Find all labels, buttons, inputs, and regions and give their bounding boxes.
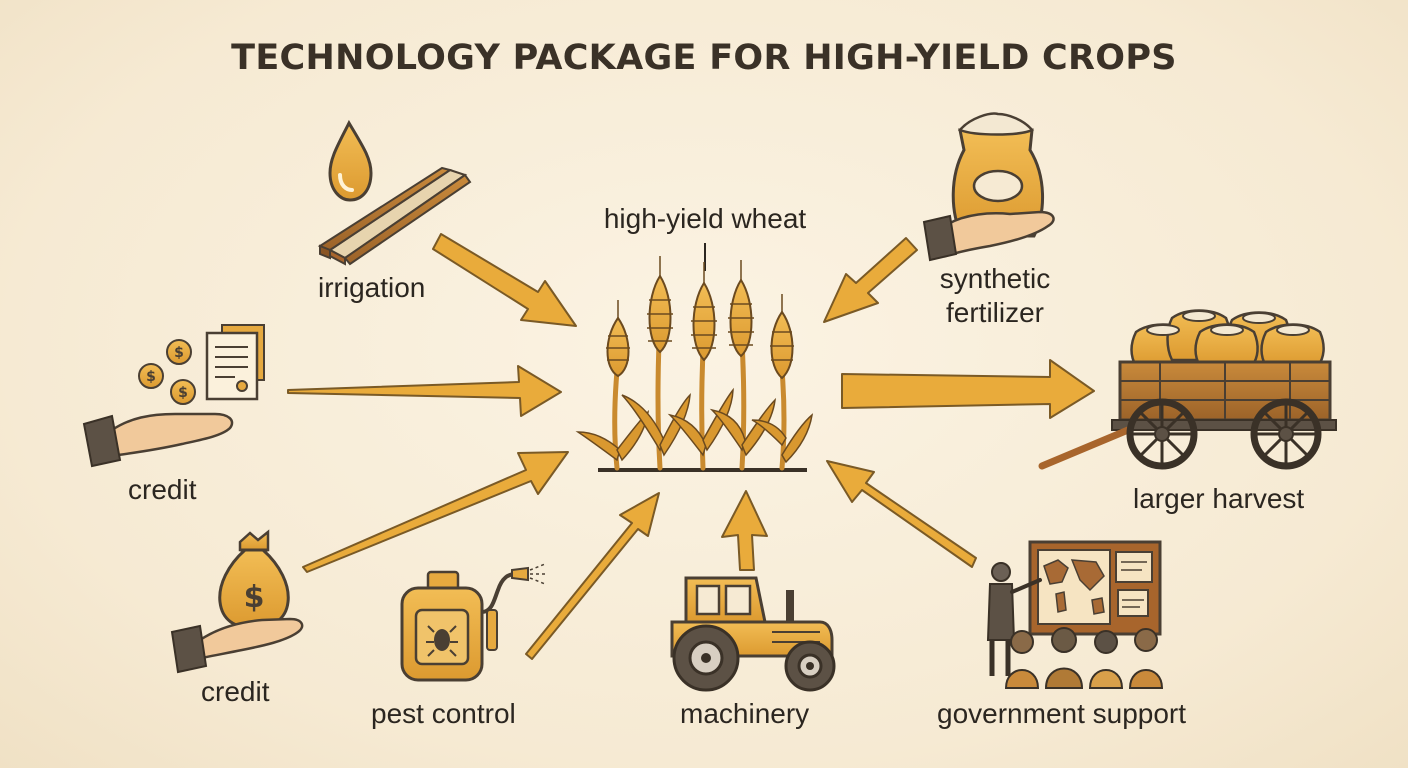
label-synthetic-fertilizer: synthetic fertilizer bbox=[939, 263, 1051, 328]
svg-text:$: $ bbox=[146, 369, 156, 385]
label-pest-control: pest control bbox=[371, 698, 516, 729]
arrow-machinery bbox=[721, 490, 768, 571]
arrow-larger-harvest bbox=[841, 359, 1095, 419]
label-larger-harvest: larger harvest bbox=[1133, 483, 1305, 514]
svg-text:$: $ bbox=[174, 345, 184, 361]
page-title: TECHNOLOGY PACKAGE FOR HIGH-YIELD CROPS bbox=[231, 38, 1177, 78]
arrow-credit-2 bbox=[302, 451, 569, 573]
label-machinery: machinery bbox=[680, 698, 810, 729]
svg-text:$: $ bbox=[178, 385, 188, 401]
label-credit-1: credit bbox=[128, 474, 197, 505]
money-bag-icon: $ bbox=[170, 529, 304, 674]
arrow-credit-1 bbox=[287, 365, 562, 417]
credit-documents-icon: $ $ $ bbox=[82, 324, 265, 468]
label-government-support: government support bbox=[937, 698, 1187, 729]
harvest-wagon-icon bbox=[1038, 309, 1337, 470]
wheat-icon bbox=[575, 243, 814, 472]
arrow-synthetic-fertilizer bbox=[823, 237, 918, 323]
arrow-pest-control bbox=[525, 492, 660, 660]
arrow-government-support bbox=[826, 460, 977, 568]
presentation-icon bbox=[986, 540, 1164, 689]
irrigation-icon bbox=[317, 119, 472, 266]
sprayer-icon bbox=[400, 563, 546, 682]
svg-text:$: $ bbox=[244, 580, 265, 615]
label-credit-2: credit bbox=[201, 676, 270, 707]
arrow-irrigation bbox=[432, 233, 577, 327]
fertilizer-bag-icon bbox=[922, 112, 1055, 262]
center-label: high-yield wheat bbox=[603, 203, 807, 234]
label-irrigation: irrigation bbox=[318, 272, 426, 303]
tractor-icon bbox=[670, 576, 836, 692]
